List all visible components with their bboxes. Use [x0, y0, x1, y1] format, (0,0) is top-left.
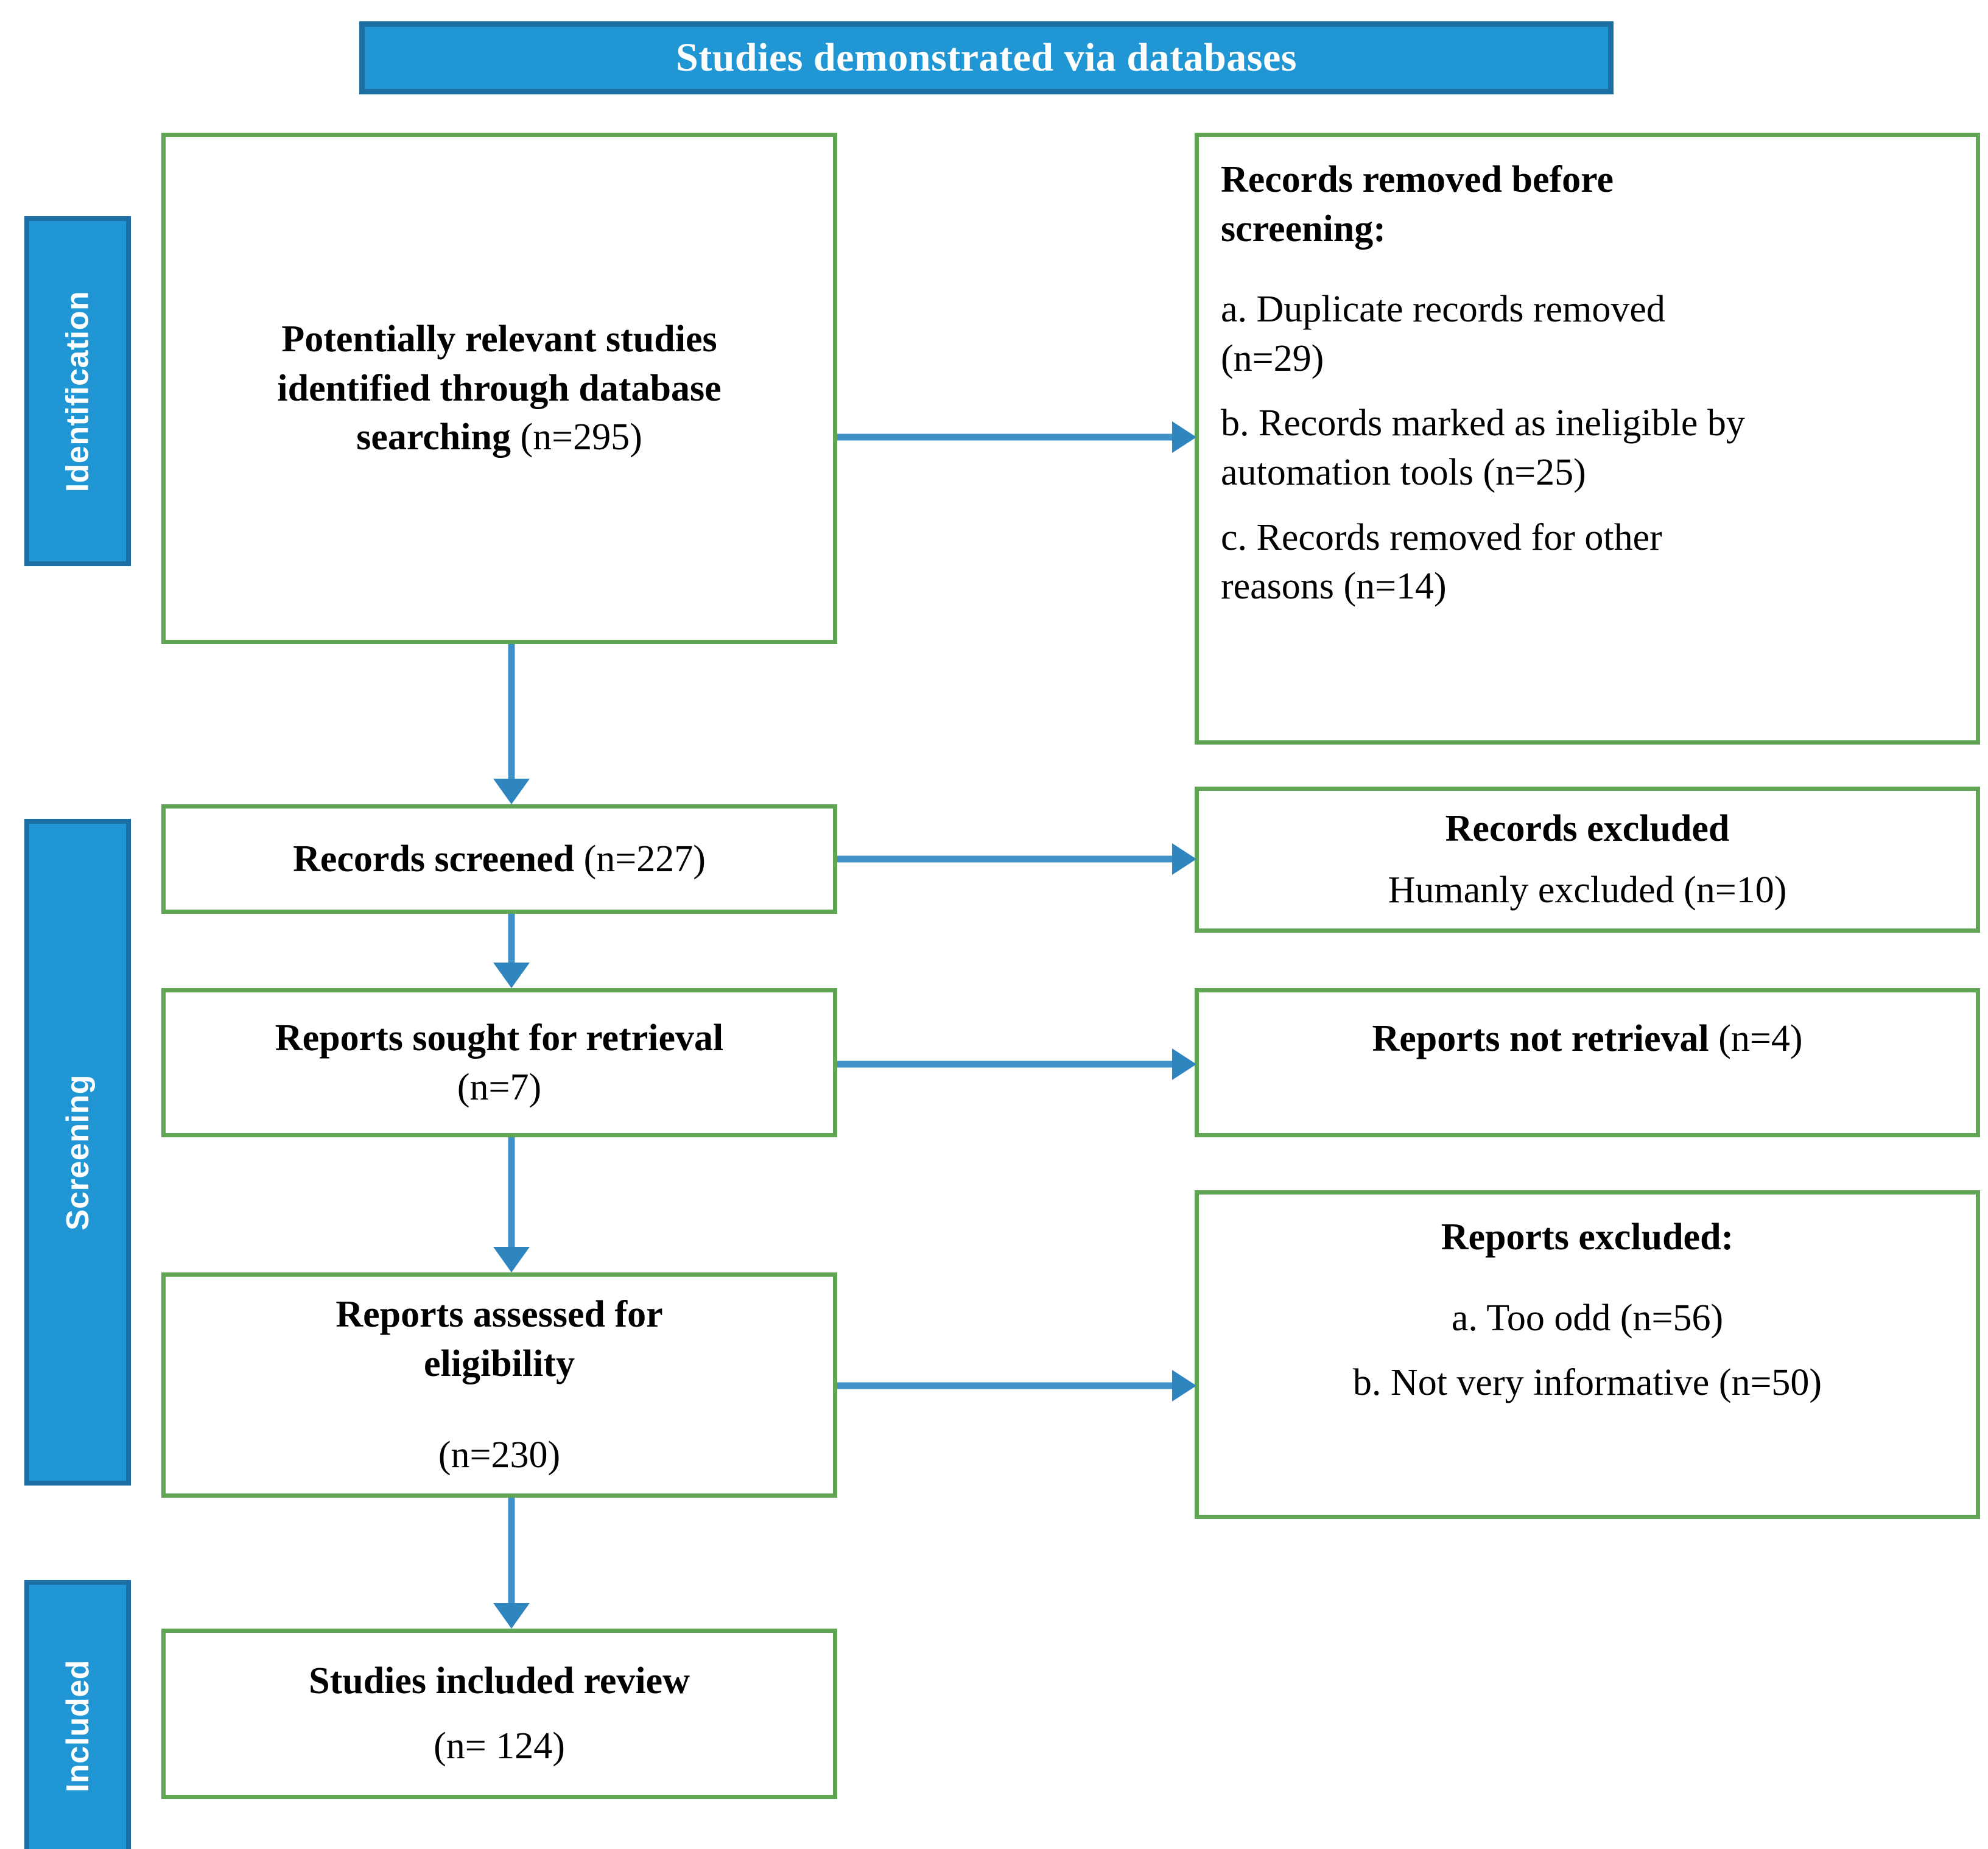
page-title: Studies demonstrated via databases [676, 35, 1297, 80]
reports-assessed-line-1: Reports assessed for [335, 1294, 663, 1336]
reports-not-retrieved-text: Reports not retrieval (n=4) [1217, 1014, 1958, 1064]
reports-excluded-title: Reports excluded: [1441, 1216, 1734, 1258]
records-removed-item-b-line-2: automation tools (n=25) [1221, 451, 1586, 493]
box-reports-assessed: Reports assessed for eligibility (n=230) [161, 1272, 837, 1498]
phase-label-screening: Screening [60, 1074, 96, 1230]
studies-identified-count: (n=295) [520, 416, 642, 458]
box-studies-identified: Potentially relevant studies identified … [161, 133, 837, 644]
box-studies-included: Studies included review (n= 124) [161, 1629, 837, 1799]
studies-included-count: (n= 124) [434, 1725, 565, 1767]
studies-identified-label: searching [356, 416, 521, 458]
reports-not-retrieved-count: (n=4) [1718, 1018, 1803, 1059]
reports-sought-count: (n=7) [457, 1066, 542, 1108]
phase-bar-identification: Identification [24, 216, 131, 566]
studies-identified-line-1: Potentially relevant studies [281, 318, 717, 360]
arrow-screened-to-sought [493, 914, 530, 988]
box-reports-sought: Reports sought for retrieval (n=7) [161, 988, 837, 1137]
reports-excluded-item-b: b. Not very informative (n=50) [1352, 1362, 1822, 1404]
records-excluded-title: Records excluded [1445, 808, 1730, 849]
arrow-sought-to-not-retrieved [837, 1047, 1196, 1081]
records-removed-title-line-2: screening: [1221, 208, 1386, 250]
arrow-screened-to-excluded [837, 842, 1196, 876]
box-records-screened: Records screened (n=227) [161, 804, 837, 914]
phase-bar-included: Included [24, 1580, 131, 1849]
studies-identified-line-2: identified through database [277, 367, 722, 409]
box-reports-excluded: Reports excluded: a. Too odd (n=56) b. N… [1195, 1190, 1980, 1519]
reports-assessed-count: (n=230) [438, 1434, 561, 1476]
records-removed-title-line-1: Records removed before [1221, 159, 1614, 200]
records-screened-label: Records screened [293, 838, 584, 880]
records-removed-item-c-line-1: c. Records removed for other [1221, 516, 1662, 558]
box-reports-not-retrieved: Reports not retrieval (n=4) [1195, 988, 1980, 1137]
records-screened-text: Records screened (n=227) [184, 835, 815, 884]
arrow-assessed-to-included [493, 1498, 530, 1629]
phase-label-included: Included [60, 1660, 96, 1792]
reports-sought-label: Reports sought for retrieval [275, 1017, 724, 1059]
reports-assessed-line-2: eligibility [424, 1342, 575, 1384]
reports-not-retrieved-label: Reports not retrieval [1372, 1018, 1719, 1059]
arrow-identified-to-removed [837, 420, 1196, 454]
box-records-excluded: Records excluded Humanly excluded (n=10) [1195, 787, 1980, 933]
records-removed-item-a-line-2: (n=29) [1221, 337, 1324, 379]
arrow-identified-to-screened [493, 644, 530, 804]
arrow-sought-to-assessed [493, 1137, 530, 1272]
reports-excluded-item-a: a. Too odd (n=56) [1451, 1297, 1724, 1339]
studies-included-label: Studies included review [309, 1660, 690, 1702]
arrow-assessed-to-reports-excluded [837, 1369, 1196, 1403]
box-records-removed-before-screening: Records removed before screening: a. Dup… [1195, 133, 1980, 745]
records-removed-item-a-line-1: a. Duplicate records removed [1221, 289, 1665, 331]
studies-identified-line-3: searching (n=295) [184, 413, 815, 462]
diagram-header-banner: Studies demonstrated via databases [359, 21, 1614, 94]
records-excluded-detail: Humanly excluded (n=10) [1388, 869, 1787, 911]
records-removed-item-b-line-1: b. Records marked as ineligible by [1221, 402, 1745, 444]
records-screened-count: (n=227) [583, 838, 706, 880]
phase-label-identification: Identification [60, 290, 96, 492]
records-removed-item-c-line-2: reasons (n=14) [1221, 566, 1447, 608]
phase-bar-screening: Screening [24, 819, 131, 1486]
